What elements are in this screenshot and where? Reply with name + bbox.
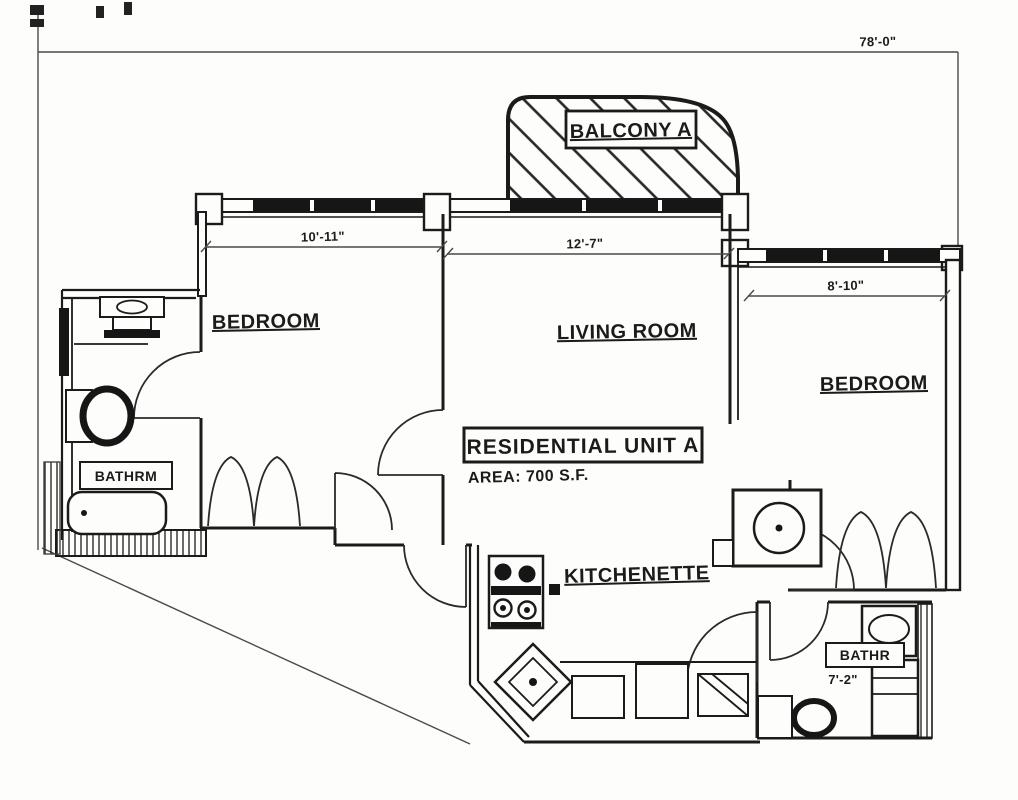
bathroom-left-label-box bbox=[79, 461, 173, 490]
bathroom-left-label: BATHRM bbox=[95, 468, 158, 484]
wall-pier bbox=[194, 192, 224, 226]
window bbox=[59, 308, 69, 376]
balcony-label: BALCONY A bbox=[570, 119, 693, 143]
survey-tick bbox=[96, 6, 104, 18]
door-arc-hall bbox=[334, 472, 393, 531]
sink-pedestal bbox=[112, 316, 152, 331]
bedroom-left-label: BEDROOM bbox=[212, 310, 320, 334]
bathroom-right-label: BATHR bbox=[840, 647, 890, 663]
tub-drain bbox=[81, 510, 87, 516]
window bbox=[827, 250, 884, 261]
hatched-wall bbox=[43, 461, 61, 555]
kitchenette-fixtures bbox=[487, 554, 757, 722]
sink-basin bbox=[116, 299, 148, 315]
balcony-door bbox=[510, 200, 582, 211]
duct-box bbox=[712, 539, 734, 567]
closet-doors-bedroom-left bbox=[207, 456, 301, 527]
balcony-label-box bbox=[564, 109, 698, 150]
toilet-tank bbox=[757, 695, 793, 739]
hall-closet bbox=[712, 488, 823, 568]
dimension-lines bbox=[200, 240, 951, 302]
burner bbox=[518, 565, 536, 583]
survey-tick bbox=[124, 2, 132, 15]
hatched-wall bbox=[917, 603, 933, 739]
kitchenette-label: KITCHENETTE bbox=[564, 562, 710, 588]
dimension-bedroom-right-label: 8'-10" bbox=[827, 278, 864, 294]
balcony: BALCONY A bbox=[506, 95, 740, 206]
sink-base bbox=[104, 330, 160, 338]
doors bbox=[133, 351, 937, 683]
bathroom-right-fixtures bbox=[757, 604, 920, 739]
toilet-symbol bbox=[79, 385, 135, 447]
dimension-bathroom-right-label: 7'-2" bbox=[828, 672, 858, 687]
interior-walls bbox=[60, 211, 946, 744]
door-arc-kitchen bbox=[686, 611, 758, 683]
window bbox=[253, 200, 310, 211]
balcony-door bbox=[662, 200, 734, 211]
survey-tick bbox=[30, 5, 44, 15]
east-wall bbox=[944, 258, 962, 592]
unit-area-label: AREA: 700 S.F. bbox=[468, 467, 589, 487]
unit-title-box bbox=[462, 426, 704, 464]
unit-title: RESIDENTIAL UNIT A bbox=[467, 434, 700, 459]
counter-cabinet bbox=[635, 663, 689, 719]
bathroom-right-label-box bbox=[825, 642, 905, 668]
door-arc-bathroom-right bbox=[769, 601, 829, 661]
window bbox=[766, 250, 823, 261]
toilet-symbol bbox=[791, 698, 837, 738]
exterior-walls bbox=[194, 192, 964, 592]
bedroom-right-label: BEDROOM bbox=[820, 372, 928, 396]
wall-pier bbox=[720, 192, 750, 232]
window bbox=[888, 250, 940, 261]
dishwasher-symbol bbox=[571, 675, 625, 719]
door-arc-bathroom-left bbox=[133, 351, 201, 419]
balcony-door bbox=[586, 200, 658, 211]
wall-pier bbox=[422, 192, 452, 232]
kitchen-sink-symbol bbox=[493, 642, 573, 722]
linen-cabinet bbox=[870, 658, 920, 738]
door-arc-living-kitchen bbox=[403, 544, 467, 608]
living-room-label: LIVING ROOM bbox=[557, 320, 697, 344]
property-boundary bbox=[30, 2, 959, 745]
bathtub-symbol bbox=[66, 490, 168, 536]
bathroom-left-fixtures bbox=[65, 296, 168, 536]
dimension-overall-label: 78'-0" bbox=[859, 34, 896, 50]
dimension-living-room-label: 12'-7" bbox=[566, 236, 603, 252]
door-arc-bedroom-left bbox=[377, 409, 444, 476]
window bbox=[314, 200, 371, 211]
stove-base bbox=[491, 622, 541, 627]
dimension-bedroom-left-label: 10'-11" bbox=[301, 228, 345, 244]
window bbox=[375, 200, 428, 211]
switch-symbol bbox=[549, 584, 560, 595]
vanity-basin bbox=[868, 614, 910, 644]
burner bbox=[494, 563, 512, 581]
survey-tick bbox=[30, 19, 44, 27]
closet-doors-bedroom-right bbox=[835, 511, 937, 589]
stove-panel bbox=[491, 586, 541, 595]
